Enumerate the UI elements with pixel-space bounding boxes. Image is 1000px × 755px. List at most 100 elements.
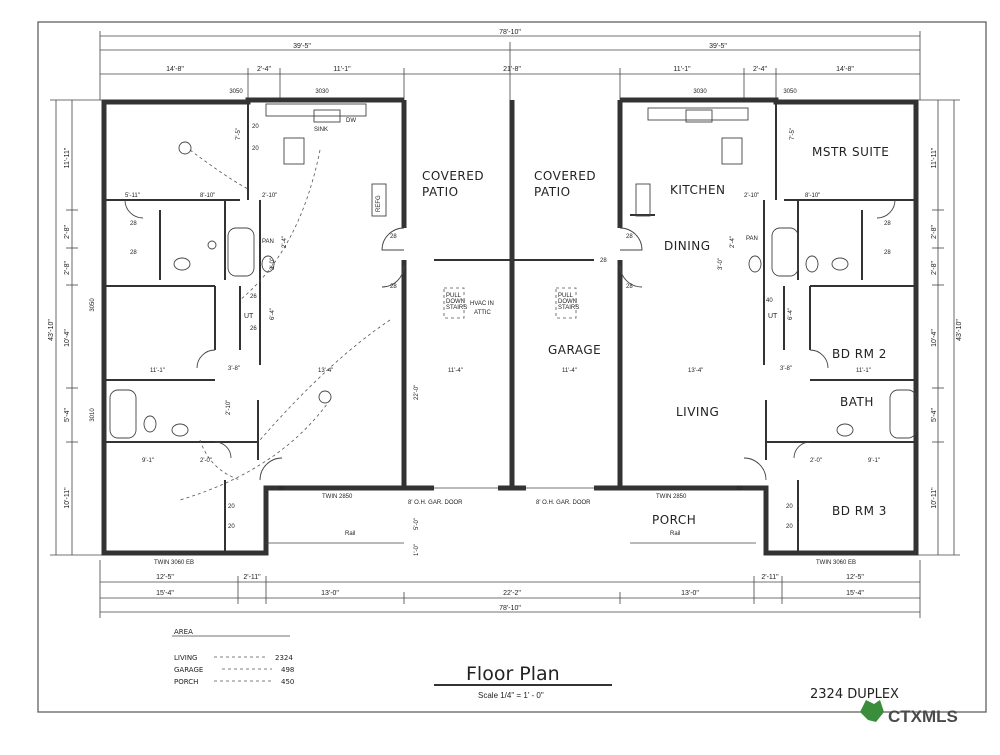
note-pull-down: STAIRS bbox=[558, 305, 579, 311]
door-tag: 20 bbox=[786, 504, 793, 510]
room-label-covered-patio-left: COVERED bbox=[422, 169, 484, 183]
drawing-title: Floor Plan bbox=[466, 663, 560, 685]
room-label-dining: DINING bbox=[664, 239, 711, 253]
dim-top-seg: 14'-8" bbox=[836, 66, 854, 73]
door-tag: 28 bbox=[390, 234, 397, 240]
dim-interior: 2'-0" bbox=[810, 458, 822, 464]
dim-interior: 11'-1" bbox=[856, 368, 871, 374]
room-label-kitchen: KITCHEN bbox=[670, 183, 726, 197]
door-size-tags: 20 20 28 28 26 26 28 28 28 28 28 30 30 4… bbox=[130, 124, 891, 530]
note-window: TWIN 2850 bbox=[656, 494, 687, 500]
note-garage-door: 8' O.H. GAR. DOOR bbox=[536, 500, 591, 506]
room-label-bd-rm-3: BD RM 3 bbox=[832, 504, 887, 518]
door-swings bbox=[124, 199, 896, 481]
dim-half-left: 39'-5" bbox=[293, 43, 311, 50]
dim-interior: 11'-4" bbox=[562, 368, 577, 374]
note-pull-down: STAIRS bbox=[446, 305, 467, 311]
dim-side: 11'-11" bbox=[64, 147, 71, 168]
note-window: TWIN 3060 EB bbox=[154, 560, 194, 566]
dim-interior: 22'-0" bbox=[414, 385, 420, 400]
dim-side: 5'-4" bbox=[64, 408, 71, 422]
bottom-dimensions: 12'-5" 2'-11" 2'-11" 12'-5" 15'-4" 13'-0… bbox=[99, 560, 921, 618]
pan-label-left: PAN bbox=[262, 239, 274, 245]
dim-top-seg: 11'-1" bbox=[333, 66, 351, 73]
plan-name: 2324 DUPLEX bbox=[810, 687, 899, 702]
dim-side-overall-left: 43'-10" bbox=[48, 319, 55, 341]
dim-bottom: 12'-5" bbox=[156, 574, 174, 581]
room-labels: COVERED PATIO COVERED PATIO KITCHEN DINI… bbox=[244, 145, 889, 527]
dim-side-overall-right: 43'-10" bbox=[956, 319, 963, 341]
door-tag: 28 bbox=[130, 250, 137, 256]
dim-bottom: 12'-5" bbox=[846, 574, 864, 581]
pan-label-right: PAN bbox=[746, 236, 758, 242]
walls bbox=[101, 97, 919, 556]
top-dimensions: 78'-10" 39'-5" 39'-5" 14'-8" 2'-4" 11'-1… bbox=[99, 29, 921, 100]
note-rail: Rail bbox=[345, 531, 355, 537]
dim-side: 2'-8" bbox=[931, 261, 938, 275]
dim-bottom: 2'-11" bbox=[761, 574, 779, 581]
watermark-text: CTXMLS bbox=[888, 707, 958, 726]
dim-interior: 5'-0" bbox=[414, 518, 420, 530]
area-row-value: 498 bbox=[281, 666, 294, 674]
door-tag: 28 bbox=[390, 284, 397, 290]
dim-side: 10'-4" bbox=[931, 329, 938, 347]
dim-interior: 11'-4" bbox=[448, 368, 463, 374]
dim-interior: 2'-10" bbox=[262, 193, 277, 199]
door-tag: 30 bbox=[736, 486, 743, 492]
window-label: 3030 bbox=[315, 89, 329, 95]
window-label: 3050 bbox=[783, 89, 797, 95]
dim-side: 11'-11" bbox=[931, 147, 938, 168]
room-label-covered-patio-right: PATIO bbox=[534, 185, 571, 199]
dim-side: 2'-8" bbox=[64, 225, 71, 239]
dim-half-right: 39'-5" bbox=[709, 43, 727, 50]
door-tag: 20 bbox=[228, 504, 235, 510]
area-row-label: LIVING bbox=[174, 654, 197, 662]
electrical-layout bbox=[178, 141, 391, 501]
dim-top-seg: 21'-8" bbox=[503, 66, 521, 73]
door-tag: 30 bbox=[278, 486, 285, 492]
dim-interior: 8'-10" bbox=[805, 193, 820, 199]
dim-interior: 13'-4" bbox=[688, 368, 703, 374]
dim-interior: 2'-10" bbox=[744, 193, 759, 199]
ut-label-right: UT bbox=[768, 313, 778, 320]
door-tag: 28 bbox=[130, 221, 137, 227]
note-garage-door: 8' O.H. GAR. DOOR bbox=[408, 500, 463, 506]
dim-interior: 2'-10" bbox=[226, 400, 232, 415]
dim-side: 2'-8" bbox=[64, 261, 71, 275]
dim-side: 5'-4" bbox=[931, 408, 938, 422]
dim-overall-top: 78'-10" bbox=[499, 29, 521, 36]
window-label: 3010 bbox=[90, 408, 96, 422]
note-pull-down: DOWN bbox=[446, 299, 465, 305]
dim-top-seg: 14'-8" bbox=[166, 66, 184, 73]
texas-star-icon bbox=[860, 700, 884, 722]
room-label-porch: PORCH bbox=[652, 513, 696, 527]
note-window: TWIN 3060 EB bbox=[816, 560, 856, 566]
area-row-value: 450 bbox=[281, 678, 294, 686]
bath-fixtures bbox=[109, 227, 917, 439]
note-sink: SINK bbox=[314, 127, 328, 133]
window-label: 3030 bbox=[693, 89, 707, 95]
note-pull-down: PULL bbox=[446, 293, 462, 299]
dim-top-seg: 2'-4" bbox=[257, 66, 271, 73]
dim-interior: 8'-10" bbox=[200, 193, 215, 199]
rails bbox=[266, 287, 756, 544]
dim-bottom: 15'-4" bbox=[846, 590, 864, 597]
area-table-heading: AREA bbox=[174, 628, 193, 636]
sheet-border bbox=[37, 21, 987, 713]
door-tag: 28 bbox=[626, 234, 633, 240]
note-pull-down: PULL bbox=[558, 293, 574, 299]
room-label-bd-rm-2: BD RM 2 bbox=[832, 347, 887, 361]
dim-interior: 1'-0" bbox=[414, 544, 420, 556]
room-label-living: LIVING bbox=[676, 405, 719, 419]
note-dw: DW bbox=[346, 118, 356, 124]
dim-bottom: 13'-0" bbox=[681, 590, 699, 597]
door-tag: 28 bbox=[600, 258, 607, 264]
dim-bottom: 13'-0" bbox=[321, 590, 339, 597]
note-pull-down: DOWN bbox=[558, 299, 577, 305]
dim-interior: 3'-8" bbox=[228, 366, 240, 372]
dim-overall-bottom: 78'-10" bbox=[499, 605, 521, 612]
area-table: AREA LIVING 2324 GARAGE 498 PORCH 450 bbox=[172, 628, 294, 686]
dim-bottom: 15'-4" bbox=[156, 590, 174, 597]
door-tag: 40 bbox=[766, 298, 773, 304]
